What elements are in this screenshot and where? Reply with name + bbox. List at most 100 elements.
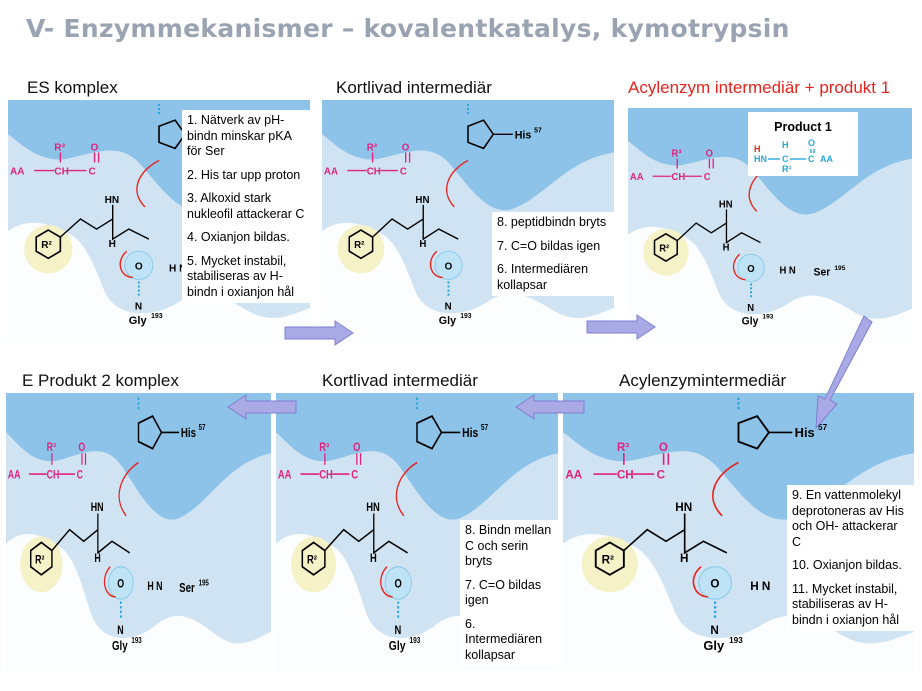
nh-label: HN [675,501,692,514]
note-item: 9. En vattenmolekyl deprotoneras av His … [792,488,904,549]
oxyanion-o: O [710,578,719,591]
ser-nh: H N [750,580,770,593]
phenyl-ring [653,232,678,262]
gly-n: N [445,302,452,313]
oxyanion-o: O [747,264,755,275]
notes-short-lived-intermediate-2: 8. Bindn mellan C och serin bryts 7. C=O… [460,520,560,666]
his-number: 57 [534,127,542,134]
note-item: 2. His tar upp proton [187,167,301,182]
note-item: 11. Mycket instabil, stabiliseras av H-b… [792,581,900,627]
h-label: H [370,552,377,565]
ch-label: CH [319,469,333,482]
c-label: C [400,166,407,177]
note-item: 8. Bindn mellan C och serin bryts [465,523,552,568]
r2-label: R² [659,243,669,254]
gly-number: 193 [409,636,420,646]
oxyanion-hole [698,566,733,600]
substrate-bonds [652,158,714,177]
oxyanion-hole [384,566,412,600]
r2-label: R² [307,553,317,566]
note-item: 6. Intermediären kollapsar [497,262,589,292]
heading-es-complex: ES komplex [27,78,118,97]
his-label: His [795,425,815,440]
arrow-right-2 [586,314,656,340]
aa-label: AA [8,470,21,482]
gly-label: Gly [129,315,148,327]
oxyanion-o: O [445,261,453,272]
ch-label: CH [367,166,381,177]
notes-short-lived-intermediate-1: 8. peptidbindn bryts 7. C=O bildas igen … [492,212,614,296]
electron-arrows [103,461,139,598]
o-label: O [706,149,714,160]
phenyl-ring [30,541,53,576]
heading-short-lived-intermediate-1: Kortlivad intermediär [336,78,492,97]
product-1-box: Product 1 H HN C C H O R¹ AA [748,112,858,176]
backbone-bonds [324,513,408,555]
phenyl-ring [301,541,326,576]
his-label: His [181,427,196,440]
r3-label: R³ [319,441,329,454]
r3-label: R³ [54,142,65,153]
gly-label: Gly [439,315,456,327]
his-imidazole-ring [737,415,771,450]
r2-label: R² [354,240,365,251]
aa-label: AA [278,469,292,482]
oxyanion-o: O [135,261,143,272]
svg-text:C: C [782,154,789,164]
his-imidazole-ring [416,415,443,450]
gly-number: 193 [151,313,163,320]
svg-text:AA: AA [820,154,833,164]
h-label: H [723,242,730,253]
his-number: 57 [481,422,488,432]
aa-label: AA [565,469,582,482]
svg-text:H: H [754,144,761,154]
arrow-left-2 [227,394,297,420]
substrate-pocket [8,222,310,342]
note-item: 4. Oxianjon bildas. [187,230,290,244]
his-imidazole-ring [467,119,495,150]
gly-number: 193 [460,313,471,320]
svg-text:R¹: R¹ [782,164,792,174]
nh-label: HN [719,199,733,210]
ser-number: 195 [199,577,209,587]
c-label: C [657,469,666,482]
o-label: O [659,441,668,454]
heading-short-lived-intermediate-2: Kortlivad intermediär [322,371,478,390]
page-title: V- Enzymmekanismer – kovalentkatalys, ky… [26,14,790,43]
electron-arrows [429,159,469,279]
h-label: H [680,552,688,565]
substrate-bonds [34,152,100,172]
svg-text:H: H [782,140,789,150]
his-imidazole-ring [158,119,187,150]
ser-nh: H N [779,266,795,277]
substrate-pocket [563,534,914,671]
oxyanion-hole [434,250,463,280]
r3-label: R³ [617,441,629,454]
notes-es-complex: 1. Nätverk av pH-bindn minskar pKA för S… [182,110,310,303]
his-number: 57 [818,423,828,432]
gly-number: 193 [729,636,743,645]
substrate-pocket [322,222,614,342]
gly-n: N [747,303,754,314]
nh-label: HN [91,502,104,514]
r2-label: R² [602,553,614,566]
arrow-left-1 [515,394,585,420]
nh-label: HN [105,195,120,206]
note-item: 7. C=O bildas igen [465,577,542,608]
svg-text:HN: HN [754,154,767,164]
product-1-structure: H HN C C H O R¹ AA [754,138,833,174]
note-item: 8. peptidbindn bryts [497,215,607,229]
aa-label: AA [10,167,25,178]
nh-label: HN [415,195,429,206]
r3-label: R³ [47,442,57,454]
oxyanion-hole [124,250,154,280]
substrate-bonds [347,152,411,172]
substrate-pocket [6,534,271,671]
phenyl-ring [348,229,374,260]
backbone-bonds [623,513,728,555]
note-item: 6. Intermediären kollapsar [465,616,543,662]
r3-label: R³ [367,142,378,153]
